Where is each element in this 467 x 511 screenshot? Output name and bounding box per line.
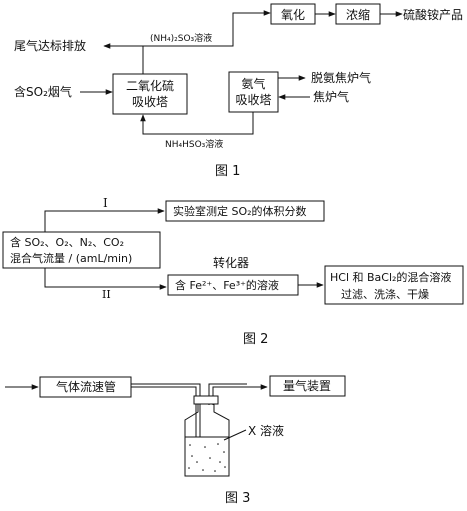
- figure-3: 气体流速管 X 溶液 量气装置 图 3: [5, 375, 346, 506]
- nh4-2so3-label: (NH₄)₂SO₃溶液: [150, 32, 212, 44]
- figure-3-caption: 图 3: [225, 491, 250, 506]
- figure-1-caption: 图 1: [215, 164, 240, 179]
- denitrified-gas-label: 脱氨焦炉气: [311, 70, 371, 85]
- route-1-arrow: [44, 208, 165, 232]
- figure-2: 含 SO₂、O₂、N₂、CO₂ 混合气流量 / (amL/min) I 实验室测…: [2, 196, 464, 347]
- solution-dots: [188, 443, 226, 472]
- so2-absorber-box: [112, 73, 188, 115]
- converter-title: 转化器: [213, 255, 249, 270]
- ammonia-absorber-label-line2: 吸收塔: [235, 93, 271, 107]
- gas-mixture-line1: 含 SO₂、O₂、N₂、CO₂: [10, 235, 124, 249]
- tail-gas-label: 尾气达标排放: [14, 38, 86, 53]
- concentrate-label: 浓缩: [346, 7, 370, 22]
- oxidation-label: 氧化: [281, 8, 305, 22]
- tail-gas-arrow: [103, 43, 144, 74]
- so2-flue-gas-label: 含SO₂烟气: [14, 84, 72, 99]
- so2-absorber-label-line1: 二氧化硫: [126, 78, 174, 93]
- figure-2-caption: 图 2: [243, 332, 268, 347]
- x-solution-pointer: [223, 429, 247, 441]
- flowmeter-label: 气体流速管: [56, 379, 116, 394]
- product-label: 硫酸铵产品: [403, 7, 463, 22]
- nh4hso3-flow-line: [140, 112, 254, 135]
- gas-mixture-box: [2, 231, 161, 269]
- so2-absorber-label-line2: 吸收塔: [132, 95, 168, 109]
- final-treatment-box: [324, 265, 464, 305]
- route-1-label: I: [103, 196, 108, 210]
- x-solution-liquid: [186, 437, 228, 475]
- ammonia-absorber-label-line1: 氨气: [241, 76, 265, 91]
- wash-bottle: [184, 395, 230, 477]
- gas-meter-box: [269, 375, 346, 397]
- x-solution-label: X 溶液: [248, 423, 284, 438]
- figure-1: 二氧化硫 吸收塔 氨气 吸收塔 氧化 浓缩 硫酸铵产品 含SO₂烟气 尾气达标排…: [14, 3, 463, 179]
- final-treatment-line2: 过滤、洗涤、干燥: [341, 287, 429, 301]
- route-2-arrow: [44, 268, 167, 290]
- nh4hso3-label: NH₄HSO₃溶液: [165, 138, 223, 150]
- ammonia-absorber-box: [228, 71, 279, 113]
- final-treatment-line1: HCl 和 BaCl₂的混合溶液: [330, 270, 451, 284]
- outlet-tube: [212, 384, 268, 405]
- coke-gas-label: 焦炉气: [313, 89, 349, 104]
- gas-meter-label: 量气装置: [283, 378, 331, 393]
- nh4-2so3-flow-line: [143, 10, 271, 47]
- route-2-label: II: [102, 288, 111, 301]
- lab-measure-box: [165, 200, 325, 222]
- lab-measure-label: 实验室测定 SO₂的体积分数: [173, 204, 307, 218]
- gas-mixture-line2: 混合气流量 / (amL/min): [10, 251, 132, 265]
- converter-label: 含 Fe²⁺、Fe³⁺的溶液: [175, 278, 279, 292]
